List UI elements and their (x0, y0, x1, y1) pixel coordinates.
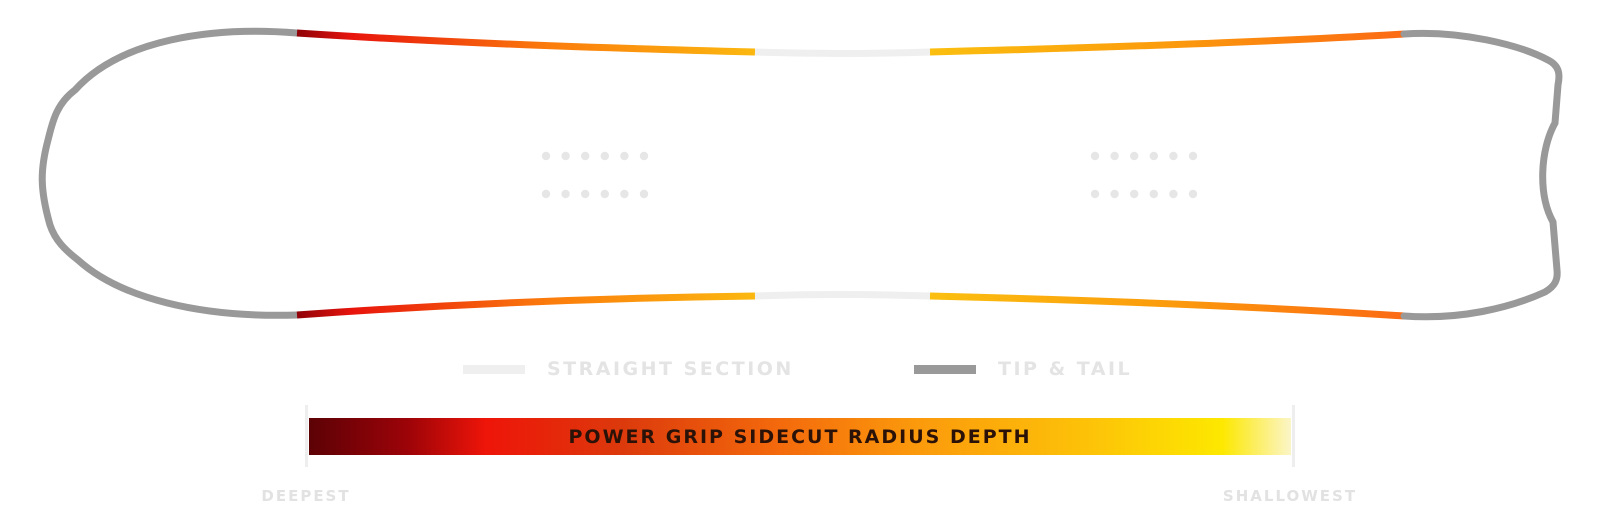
binding-inserts (541, 151, 1198, 199)
straight-section-swatch (463, 364, 525, 374)
sidecut-bottom-left (296, 292, 756, 319)
insert-dot (581, 151, 590, 161)
deepest-label: DEEPEST (261, 487, 351, 505)
nose-outline (38, 27, 301, 319)
straight-section-label: STRAIGHT SECTION (547, 358, 794, 380)
insert-dot (541, 189, 551, 199)
sidecut-depth-gradient-bar: POWER GRIP SIDECUT RADIUS DEPTH (309, 418, 1291, 455)
straight-section-bottom (754, 291, 931, 300)
legend-straight-section: STRAIGHT SECTION (463, 356, 794, 382)
sidecut-top-left (296, 29, 756, 56)
insert-dot (1188, 189, 1198, 199)
snowboard-outline-diagram (38, 27, 1563, 321)
insert-dot (620, 189, 629, 199)
insert-dot (639, 151, 649, 161)
insert-dot (1169, 151, 1178, 161)
legend-tip-and-tail: TIP & TAIL (914, 356, 1132, 382)
straight-section-top (754, 48, 931, 57)
gradient-tick-left (305, 405, 308, 467)
insert-dot (1130, 189, 1139, 199)
sidecut-bottom-right (929, 292, 1405, 320)
insert-dot (581, 189, 590, 199)
shallowest-label: SHALLOWEST (1222, 487, 1358, 505)
tip-and-tail-swatch (914, 364, 976, 374)
insert-dot (1188, 151, 1198, 161)
insert-dot (1110, 189, 1119, 199)
insert-dot (1149, 151, 1159, 161)
gradient-tick-right (1292, 405, 1295, 467)
insert-dot (639, 189, 649, 199)
insert-dot (1130, 151, 1139, 161)
insert-dot (541, 151, 551, 161)
tip-and-tail-label: TIP & TAIL (998, 358, 1133, 380)
insert-dot (600, 151, 609, 161)
insert-dot (1090, 189, 1100, 199)
insert-dot (1090, 151, 1100, 161)
insert-dot (620, 151, 629, 161)
tail-outline (1400, 29, 1563, 321)
insert-dot (1169, 189, 1178, 199)
insert-dot (561, 189, 570, 199)
insert-dot (561, 151, 570, 161)
insert-dot (600, 189, 609, 199)
gradient-title: POWER GRIP SIDECUT RADIUS DEPTH (568, 425, 1032, 448)
insert-dot (1149, 189, 1159, 199)
sidecut-top-right (929, 30, 1405, 56)
insert-dot (1110, 151, 1119, 161)
